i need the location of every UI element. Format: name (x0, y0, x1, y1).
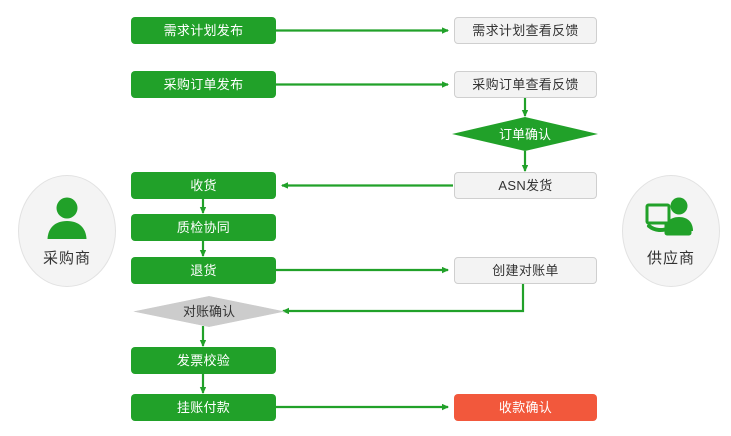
actor-buyer[interactable]: 采购商 (18, 175, 116, 287)
node-create-statement[interactable]: 创建对账单 (454, 257, 597, 284)
node-po-publish-label: 采购订单发布 (163, 77, 244, 92)
node-order-confirm-label: 订单确认 (498, 126, 551, 142)
node-qc-collab[interactable]: 质检协同 (131, 214, 276, 241)
node-order-confirm[interactable]: 订单确认 (452, 117, 598, 151)
node-invoice-check-label: 发票校验 (176, 353, 231, 368)
node-po-feedback-label: 采购订单查看反馈 (472, 77, 579, 92)
node-asn-ship[interactable]: ASN发货 (454, 172, 597, 199)
node-demand-feedback-label: 需求计划查看反馈 (472, 23, 579, 38)
node-receipt-confirm[interactable]: 收款确认 (454, 394, 597, 421)
node-demand-publish[interactable]: 需求计划发布 (131, 17, 276, 44)
node-invoice-check[interactable]: 发票校验 (131, 347, 276, 374)
node-receive-goods-label: 收货 (190, 178, 217, 193)
actor-supplier-label: 供应商 (646, 249, 695, 267)
node-return-goods-label: 退货 (190, 263, 217, 278)
node-payable-pay[interactable]: 挂账付款 (131, 394, 276, 421)
node-receipt-confirm-label: 收款确认 (498, 400, 553, 415)
node-return-goods[interactable]: 退货 (131, 257, 276, 284)
node-payable-pay-label: 挂账付款 (176, 400, 231, 415)
node-recon-confirm[interactable]: 对账确认 (133, 296, 285, 327)
node-po-feedback[interactable]: 采购订单查看反馈 (454, 71, 597, 98)
person-icon (47, 197, 87, 239)
person-at-computer-icon (645, 197, 693, 235)
node-receive-goods[interactable]: 收货 (131, 172, 276, 199)
node-demand-feedback[interactable]: 需求计划查看反馈 (454, 17, 597, 44)
node-recon-confirm-label: 对账确认 (182, 304, 235, 319)
actor-buyer-label: 采购商 (42, 249, 91, 267)
node-create-statement-label: 创建对账单 (492, 263, 559, 278)
node-qc-collab-label: 质检协同 (176, 220, 231, 235)
actor-supplier[interactable]: 供应商 (622, 175, 720, 287)
node-asn-ship-label: ASN发货 (498, 178, 553, 193)
node-po-publish[interactable]: 采购订单发布 (131, 71, 276, 98)
edge-create-statement-to-recon-confirm (282, 284, 525, 315)
node-demand-publish-label: 需求计划发布 (163, 23, 244, 38)
